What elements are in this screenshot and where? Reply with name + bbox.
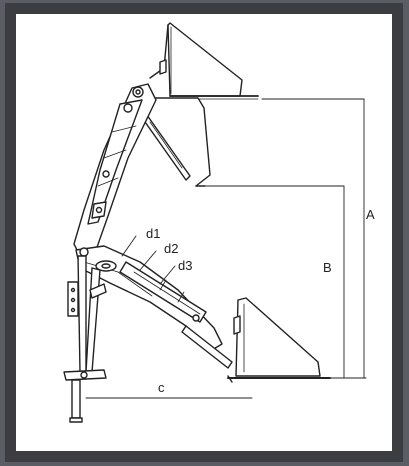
label-d2: d2 (164, 241, 178, 256)
label-d3: d3 (178, 258, 192, 273)
boom-lower-arm (75, 245, 223, 351)
raised-bucket (149, 22, 259, 187)
label-c: c (158, 380, 165, 395)
lift-cylinder (119, 261, 207, 323)
label-a: A (366, 207, 375, 222)
dimension-lines (85, 98, 367, 399)
dim-d1-leader (121, 235, 137, 257)
lowered-bucket (227, 297, 331, 383)
boom-upper-arm (73, 83, 157, 257)
label-d1: d1 (146, 226, 160, 241)
dim-d3-leader (159, 265, 176, 285)
tilt-cylinder-lower (181, 314, 233, 369)
mast-frame (63, 255, 107, 423)
label-b: B (323, 260, 332, 275)
dim-d2-leader (139, 250, 157, 271)
